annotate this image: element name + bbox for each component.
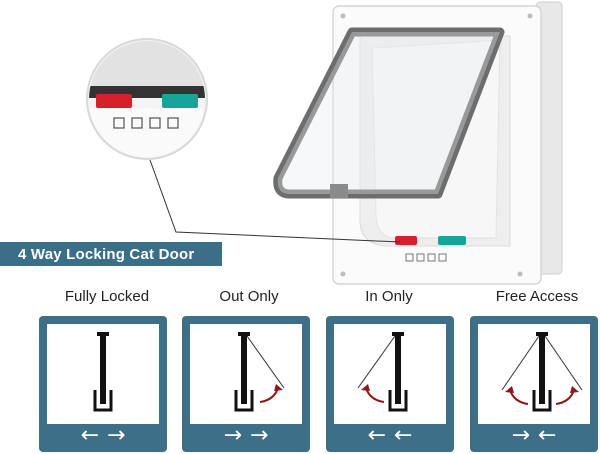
arrow-left-icon: ←	[394, 423, 413, 448]
mode-title-out-only: Out Only	[219, 288, 279, 305]
mode-diagram	[334, 324, 446, 424]
cat-door-illustration	[86, 1, 563, 285]
arrow-left-icon: ←	[80, 423, 99, 448]
arrow-left-icon: ←	[538, 423, 557, 448]
mode-card-out-only: → →	[182, 316, 310, 452]
mode-title-in-only: In Only	[365, 288, 413, 305]
mode-diagram	[190, 324, 302, 424]
lock-slider-teal	[438, 236, 466, 245]
arrow-right-icon: →	[107, 423, 126, 448]
arrow-right-icon: →	[511, 423, 530, 448]
arrow-right-icon: →	[223, 423, 242, 448]
banner-title: 4 Way Locking Cat Door	[18, 245, 195, 263]
mode-title-free-access: Free Access	[495, 288, 579, 305]
door-flap	[273, 27, 505, 199]
mode-card-in-only: ← ←	[326, 316, 454, 452]
mode-card-fully-locked: ← →	[39, 316, 167, 452]
callout-leader-line	[149, 159, 401, 243]
feature-banner: 4 Way Locking Cat Door	[0, 242, 222, 266]
arrow-left-icon: ←	[367, 423, 386, 448]
direction-arrows: ← ←	[326, 424, 454, 448]
mode-diagram	[47, 324, 159, 424]
screw-icon	[340, 271, 346, 277]
arrow-right-icon: →	[250, 423, 269, 448]
mode-diagram	[478, 324, 590, 424]
lock-slider-red	[395, 236, 417, 245]
mode-card-free-access: → ←	[470, 316, 598, 452]
screw-icon	[340, 13, 346, 19]
screw-icon	[527, 13, 533, 19]
direction-arrows: → ←	[470, 424, 598, 448]
screw-icon	[517, 271, 523, 277]
direction-arrows: ← →	[39, 424, 167, 448]
direction-arrows: → →	[182, 424, 310, 448]
mode-title-fully-locked: Fully Locked	[64, 288, 150, 305]
